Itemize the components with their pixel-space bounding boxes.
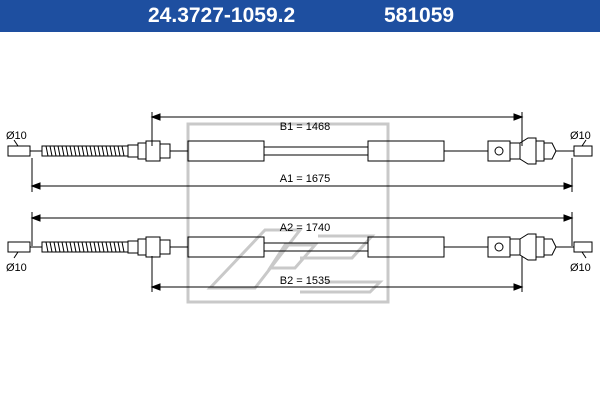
a1-label: A1 = 1675 [280,173,330,185]
cable-drawing: B1 = 1468 A1 = 1675 Ø10 Ø10 [6,112,593,304]
left-end-fitting [7,241,31,253]
bottom-left-diameter: Ø10 [6,262,27,274]
top-left-diameter: Ø10 [6,130,27,142]
b1-label: B1 = 1468 [280,121,330,133]
sheath-left [187,236,265,258]
right-ferrule [487,140,511,162]
part-number: 24.3727-1059.2 [148,4,296,27]
header-bar: 24.3727-1059.2 581059 [0,0,600,32]
b2-label: B2 = 1535 [280,275,330,287]
reference-code: 581059 [384,4,455,27]
bottom-right-diameter: Ø10 [570,262,591,274]
left-end-fitting [7,145,31,157]
right-ferrule [487,236,511,258]
right-end-fitting [573,241,593,253]
ate-logo-watermark [186,122,390,304]
top-right-diameter: Ø10 [570,130,591,142]
sheath-right [367,236,445,258]
a2-label: A2 = 1740 [280,222,330,234]
sheath-left [187,140,265,162]
right-end-fitting [573,145,593,157]
cable-bottom [7,212,593,292]
sheath-right [367,140,445,162]
cable-top [7,112,593,192]
